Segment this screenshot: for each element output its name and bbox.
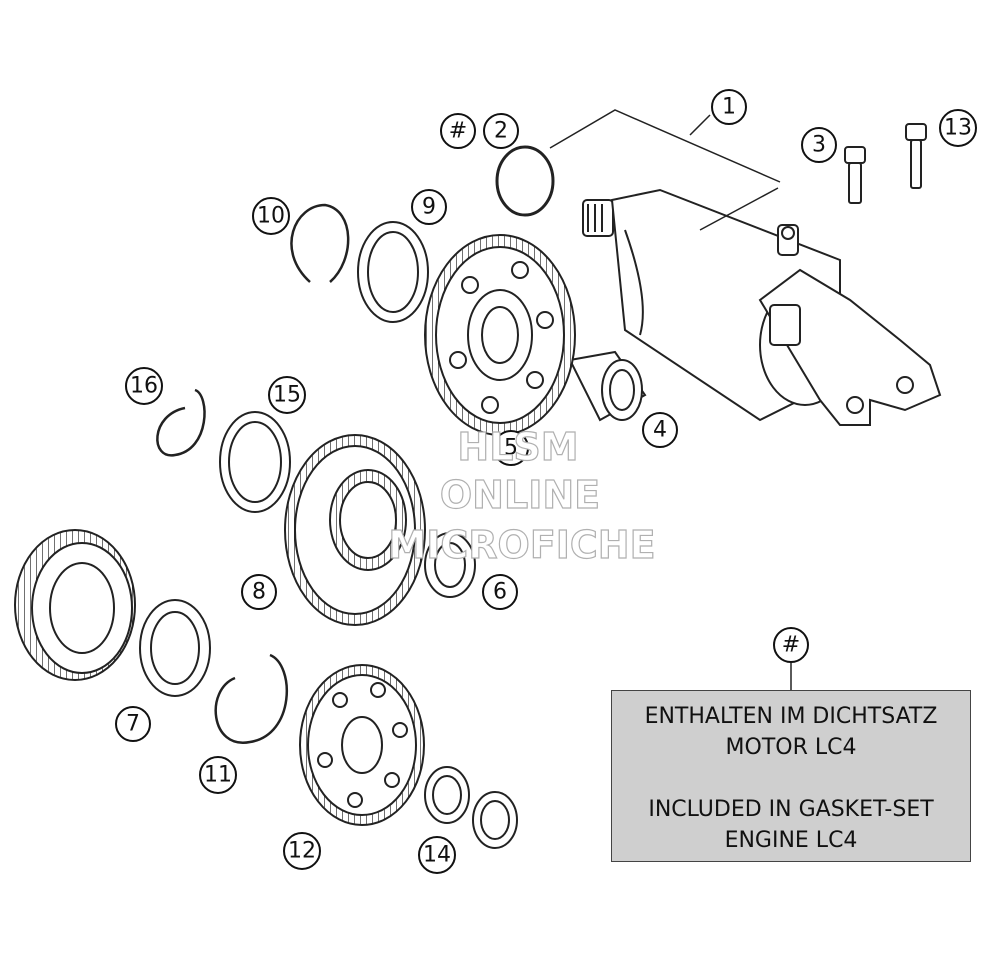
legend-en-line1: INCLUDED IN GASKET-SET [648, 797, 934, 822]
callout-leader-1 [549, 109, 781, 183]
circlip-10 [290, 203, 350, 283]
callout-10: 10 [252, 197, 290, 235]
callout-14: 14 [418, 836, 456, 874]
needle-bearing-6 [424, 532, 476, 598]
watermark-line1: HLSM [457, 425, 578, 469]
needle-bearings-14 [424, 766, 518, 849]
callout-12-label: 12 [288, 839, 316, 864]
callout-hash-top-label: # [449, 119, 467, 144]
washer-9 [357, 221, 429, 323]
callout-2-label: 2 [494, 119, 508, 144]
o-ring [495, 145, 555, 217]
callout-9: 9 [411, 189, 447, 225]
callout-16-label: 16 [130, 374, 158, 399]
callout-1: 1 [711, 89, 747, 125]
bolt-13 [905, 123, 927, 189]
callout-hash-top: # [440, 113, 476, 149]
callout-hash-legend-label: # [782, 633, 800, 658]
callout-11: 11 [199, 756, 237, 794]
legend-en-line2: ENGINE LC4 [724, 828, 858, 853]
circlip-11 [214, 653, 289, 744]
callout-16: 16 [125, 367, 163, 405]
callout-7-label: 7 [126, 712, 140, 737]
callout-3: 3 [801, 127, 837, 163]
callout-13: 13 [939, 109, 977, 147]
freewheel-gear [14, 529, 136, 681]
watermark: HLSM ONLINE MICROFICHE [388, 424, 656, 567]
callout-10-label: 10 [257, 204, 285, 229]
freewheel-7 [139, 599, 211, 697]
callout-9-label: 9 [422, 195, 436, 220]
circlip-16 [156, 388, 206, 457]
callout-15: 15 [268, 376, 306, 414]
callout-hash-legend: # [773, 627, 809, 663]
callout-15-label: 15 [273, 383, 301, 408]
gear-12 [299, 664, 425, 826]
callout-5: 5 [493, 430, 529, 466]
bolt-3 [844, 146, 866, 204]
legend-de-line2: MOTOR LC4 [725, 735, 857, 760]
gear-5 [424, 234, 576, 436]
starter-motor [582, 187, 942, 426]
callout-5-label: 5 [504, 436, 518, 461]
callout-7: 7 [115, 706, 151, 742]
needle-bearing-4 [568, 350, 647, 422]
callout-14-label: 14 [423, 843, 451, 868]
callout-3-label: 3 [812, 133, 826, 158]
callout-6-label: 6 [493, 580, 507, 605]
callout-11-label: 11 [204, 763, 232, 788]
callout-13-label: 13 [944, 116, 972, 141]
callout-6: 6 [482, 574, 518, 610]
legend-de-line1: ENTHALTEN IM DICHTSATZ [644, 704, 938, 729]
callout-2: 2 [483, 113, 519, 149]
callout-12: 12 [283, 832, 321, 870]
callout-1-label: 1 [722, 95, 736, 120]
legend-spacer [612, 763, 970, 794]
watermark-line2: ONLINE [440, 473, 600, 517]
legend-box: ENTHALTEN IM DICHTSATZ MOTOR LC4 INCLUDE… [611, 690, 971, 862]
washer-15 [219, 411, 291, 513]
watermark-line3: MICROFICHE [388, 523, 655, 567]
callout-8-label: 8 [252, 580, 266, 605]
callout-4-label: 4 [653, 418, 667, 443]
callout-8: 8 [241, 574, 277, 610]
callout-4: 4 [642, 412, 678, 448]
gear-8 [284, 434, 426, 626]
